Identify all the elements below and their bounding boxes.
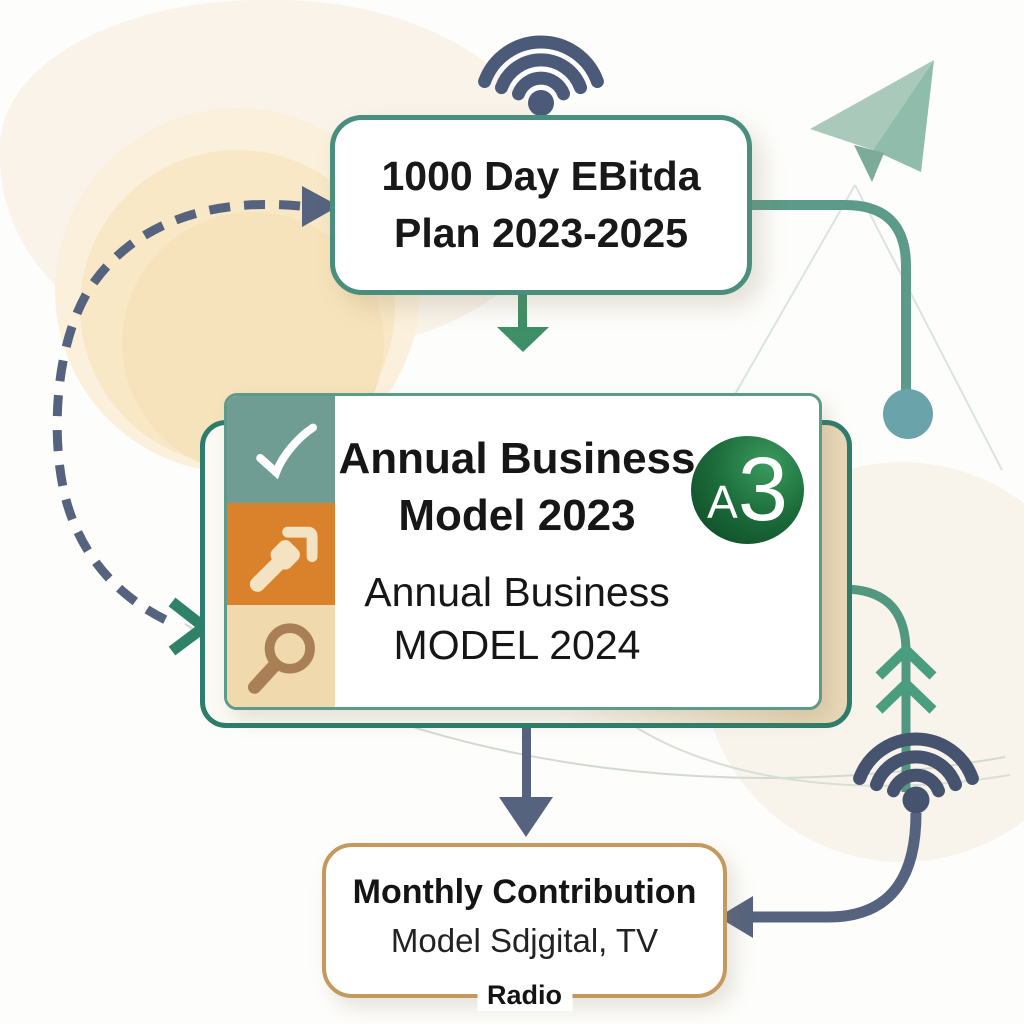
middle-title2-line1: Annual Business (364, 569, 670, 616)
paper-plane-icon (810, 60, 934, 182)
node-monthly-contribution: Monthly Contribution Model Sdjgital, TV … (322, 843, 727, 1011)
bottom-box-title: Monthly Contribution (352, 873, 697, 911)
wifi-icon (853, 732, 979, 814)
sidebar-cell-check (227, 396, 335, 503)
connector-node-circle (883, 389, 933, 439)
right-to-bottom-connector (718, 812, 922, 938)
top-box-title-line2: Plan 2023-2025 (393, 210, 689, 256)
checkmark-icon (256, 423, 317, 479)
down-arrow-slate (499, 726, 553, 837)
top-right-connector (752, 200, 933, 439)
dashed-connector-arrowhead-icon (302, 186, 339, 227)
middle-title1-line2: Model 2023 (398, 491, 636, 541)
a3-badge-number: 3 (737, 440, 788, 540)
top-box-title-line1: 1000 Day EBitda (381, 152, 701, 199)
node-annual-model-card: Annual Business Model 2023 Annual Busine… (224, 393, 822, 710)
middle-title1-line1: Annual Business (338, 434, 696, 483)
middle-box-text: Annual Business Model 2023 Annual Busine… (335, 396, 699, 671)
bottom-box-footer-label: Radio (476, 980, 573, 1011)
left-arrowhead-icon (718, 896, 753, 938)
wifi-icon (478, 35, 604, 116)
up-chevron-icon (875, 643, 937, 680)
annual-model-2023-title: Annual Business Model 2023 (335, 430, 699, 544)
icon-sidebar (227, 396, 335, 707)
a3-badge-letter: A (707, 476, 738, 528)
node-ebitda-plan: 1000 Day EBitda Plan 2023-2025 (330, 115, 752, 295)
bottom-box-subtitle: Model Sdjgital, TV (390, 922, 659, 959)
sidebar-cell-arrow (227, 503, 335, 605)
magnifier-icon (248, 623, 315, 694)
middle-title2-line2: MODEL 2024 (393, 621, 641, 668)
arrow-up-right-icon (249, 526, 318, 592)
up-chevron-icon (875, 677, 937, 714)
down-arrow-green (497, 286, 549, 352)
annual-model-2024-title: Annual Business MODEL 2024 (335, 566, 699, 671)
sidebar-cell-search (227, 605, 335, 707)
